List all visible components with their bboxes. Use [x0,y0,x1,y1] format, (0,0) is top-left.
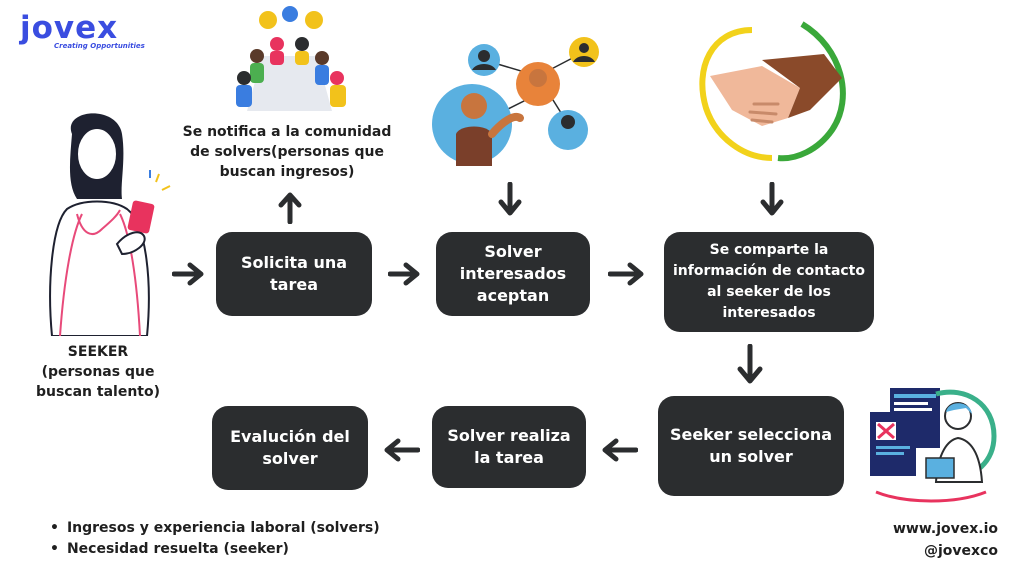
social-handle[interactable]: @jovexco [924,543,998,559]
outcomes-list: Ingresos y experiencia laboral (solvers)… [50,518,380,560]
arrow-down-icon [760,182,784,216]
brand-name: jovex [20,10,119,46]
step-evaluate-label: Evalución del solver [230,427,350,468]
seeker-subtitle: (personas que buscan talento) [35,364,161,400]
arrow-right-icon [388,262,420,286]
arrow-left-icon [384,438,420,462]
seeker-label: SEEKER (personas que buscan talento) [28,342,168,402]
arrow-up-icon [278,192,302,224]
step-select-box: Seeker selecciona un solver [658,396,844,496]
step-perform-box: Solver realiza la tarea [432,406,586,488]
network-people-illustration [432,37,599,166]
developer-illustration [870,388,997,503]
notify-label: Se notifica a la comunidad de solvers(pe… [182,124,392,180]
community-meeting-illustration [236,6,346,111]
step-request-label: Solicita una tarea [240,253,348,294]
contact-info: www.jovex.io @jovexco [893,518,998,562]
arrow-right-icon [608,262,644,286]
step-request-box: Solicita una tarea [216,232,372,316]
handshake-illustration [699,21,846,162]
step-evaluate-box: Evalución del solver [212,406,368,490]
brand-tagline: Creating Opportunities [54,42,145,50]
outcome-item: Ingresos y experiencia laboral (solvers) [50,518,380,539]
seeker-title: SEEKER [67,344,129,360]
step-share-box: Se comparte la información de contacto a… [664,232,874,332]
step-share-label: Se comparte la información de contacto a… [673,242,865,321]
step-select-label: Seeker selecciona un solver [669,425,833,466]
arrow-left-icon [602,438,638,462]
step-accept-label: Solver interesados aceptan [459,242,567,305]
arrow-down-icon [737,344,763,384]
arrow-right-icon [172,262,204,286]
step-perform-label: Solver realiza la tarea [447,426,571,467]
seeker-illustration [49,113,171,336]
brand-logo: jovex Creating Opportunities [20,12,145,50]
step-accept-box: Solver interesados aceptan [436,232,590,316]
arrow-down-icon [498,182,522,216]
outcome-item: Necesidad resuelta (seeker) [50,539,380,560]
website-link[interactable]: www.jovex.io [892,521,998,537]
